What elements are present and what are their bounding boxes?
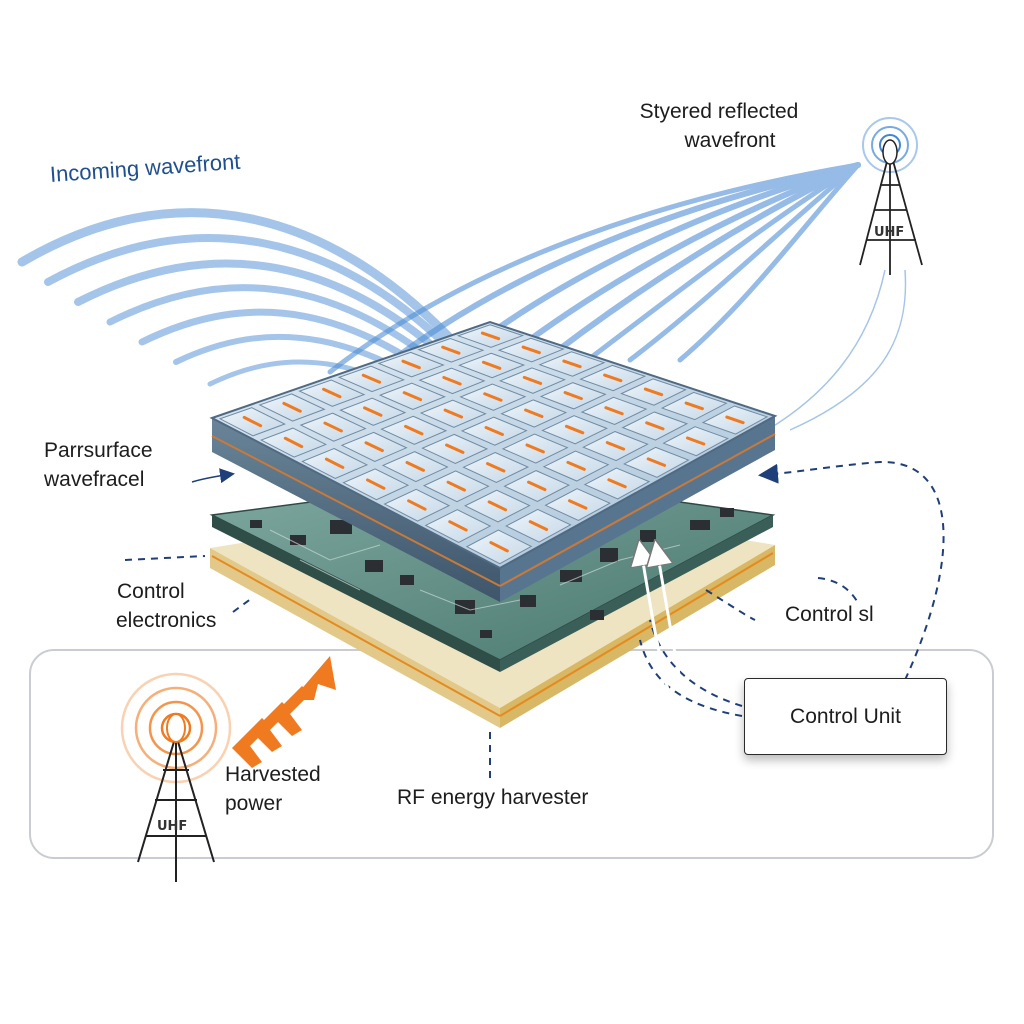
control-unit-label: Control Unit: [790, 704, 901, 728]
unit-cell-element: [725, 415, 745, 425]
unit-cell-element: [283, 436, 304, 449]
unit-cell-element: [407, 499, 427, 511]
unit-cell-element: [643, 387, 664, 397]
control-signal-arrows: [640, 545, 684, 691]
unit-cell-element: [603, 373, 623, 383]
control-electronics-label-line1: Control: [117, 580, 185, 603]
unit-cell-element: [521, 345, 541, 355]
steered-reflected-wavefront-label: Styered reflected wavefront: [624, 98, 814, 156]
unit-cell-element: [242, 415, 263, 428]
unit-cell-element: [607, 478, 627, 489]
unit-cell-element: [483, 392, 503, 402]
unit-cell-element: [442, 375, 462, 386]
unit-cell-element: [448, 520, 468, 532]
unit-cell-element: [404, 424, 424, 436]
control-unit-box: Control Unit: [744, 678, 947, 755]
unit-cell-element: [324, 457, 345, 469]
unit-cell-element: [563, 391, 583, 401]
unit-cell-element: [646, 457, 667, 467]
harvested-power-label: Harvested power: [225, 761, 321, 819]
unit-cell-element: [486, 462, 506, 473]
leader-lines: [124, 460, 945, 782]
unit-cell-element: [528, 520, 549, 532]
unit-cell-element: [446, 480, 467, 492]
unit-cell-element: [484, 426, 504, 436]
unit-cell-element: [402, 391, 423, 402]
steered-label-line2: wavefront: [684, 128, 776, 152]
uhf-tower-bottom-left: UHF: [120, 672, 232, 882]
uhf-tag-top: UHF: [874, 225, 904, 240]
surface-pointer-arrow: [191, 468, 235, 484]
harvested-power-label-line2: power: [225, 791, 283, 815]
uhf-tower-top-right: UHF: [859, 117, 923, 275]
unit-cell-element: [364, 441, 384, 453]
pcb-components: [250, 508, 734, 638]
unit-cell-element: [405, 460, 425, 472]
unit-cell-element: [525, 443, 545, 454]
steered-reflected-beams: [327, 162, 861, 383]
control-electronics-label-line2: electronics: [116, 608, 217, 632]
unit-cell-element: [323, 421, 343, 433]
metasurface-label-line1: Parrsurface: [44, 439, 153, 462]
metasurface-label: Parrsurface wavefracel: [44, 437, 153, 495]
control-electronics-label: Control electronics: [116, 578, 217, 636]
unit-cell-element: [604, 406, 624, 416]
unit-cell-element: [564, 424, 585, 435]
unit-cell-element: [363, 406, 383, 417]
uhf-tag-bottom: UHF: [157, 819, 187, 834]
unit-cell-element: [361, 373, 382, 384]
unit-cell-element: [524, 408, 544, 419]
harvested-power-label-line1: Harvested: [225, 763, 321, 786]
unit-cell-element: [441, 345, 461, 355]
unit-cell-element: [527, 480, 547, 492]
control-signal-label: Control sl: [785, 603, 874, 626]
unit-cell-element: [568, 499, 588, 510]
unit-cell-element: [282, 401, 302, 413]
unit-cell-element: [605, 441, 626, 451]
unit-cell-element: [401, 359, 421, 370]
unit-cell-element: [684, 401, 704, 411]
rf-energy-harvester-label: RF energy harvester: [397, 786, 589, 809]
unit-cell-element: [480, 331, 501, 341]
unit-cell-element: [487, 500, 508, 512]
unit-cell-element: [443, 408, 464, 419]
steered-label-line1: Styered reflected: [639, 100, 799, 123]
metasurface-label-line2: wavefracel: [44, 467, 145, 491]
unit-cell-element: [522, 375, 543, 385]
metasurface-panel: [209, 320, 778, 602]
metasurface-unit-cells: [218, 324, 769, 565]
unit-cell-element: [366, 478, 386, 490]
unit-cell-element: [686, 436, 706, 446]
unit-cell-element: [481, 360, 502, 370]
harvested-power-arrow: [232, 656, 336, 768]
unit-cell-element: [445, 443, 465, 454]
unit-cell-element: [322, 387, 342, 399]
unit-cell-element: [489, 541, 509, 553]
unit-cell-element: [566, 460, 586, 471]
unit-cell-element: [645, 421, 665, 431]
unit-cell-element: [562, 359, 582, 369]
